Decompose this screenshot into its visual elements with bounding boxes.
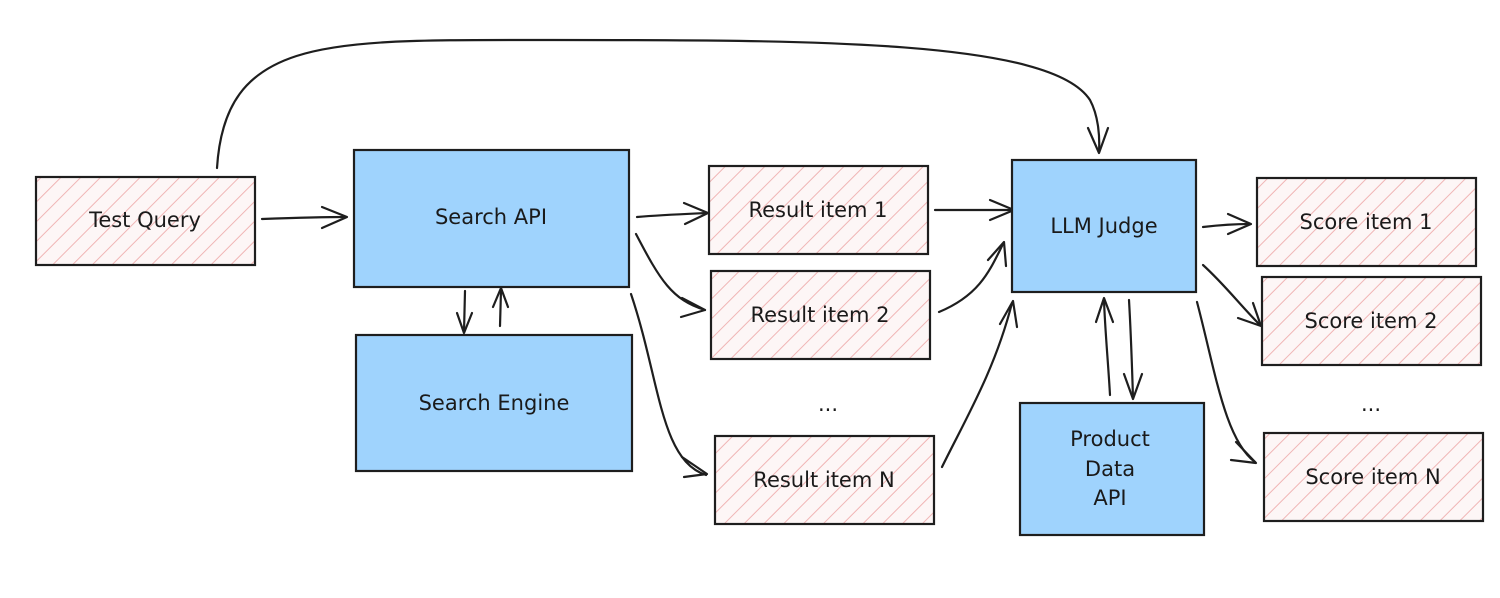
arrowhead-icon (986, 240, 1008, 268)
node-result-2: Result item 2 (709, 269, 932, 361)
edge-result-2-to-llm-judge (937, 242, 1005, 314)
edge-llm-judge-to-score-n (1195, 300, 1257, 464)
node-label: Search API (435, 205, 547, 229)
node-score-1: Score item 1 (1255, 176, 1478, 268)
edge-search-api-to-result-1 (635, 211, 709, 219)
node-label-line-2: Data (1085, 457, 1135, 481)
node-search-engine: Search Engine (354, 333, 634, 473)
node-test-query: Test Query (34, 175, 257, 267)
node-search-api: Search API (352, 148, 631, 289)
node-llm-judge: LLM Judge (1010, 158, 1198, 294)
node-label: Result item 1 (748, 198, 887, 222)
node-label: Result item N (753, 468, 894, 492)
edge-llm-judge-to-product-api (1127, 298, 1135, 400)
node-label: Score item 1 (1300, 210, 1433, 234)
edge-llm-judge-to-score-2 (1201, 263, 1262, 327)
arrowhead-icon (455, 311, 474, 335)
arrowhead-icon (679, 296, 707, 319)
node-label-line-1: Product (1070, 427, 1150, 451)
node-result-n: Result item N (713, 434, 936, 526)
arrowhead-icon (1122, 372, 1144, 401)
arrowhead-icon (1094, 296, 1115, 324)
edge-result-n-to-llm-judge (940, 301, 1014, 469)
node-score-n: Score item N (1262, 431, 1485, 523)
arrowhead-icon (680, 455, 709, 479)
edge-search-api-to-result-2 (634, 232, 707, 312)
edge-test-query-to-search-api (260, 215, 348, 221)
node-product-data-api: Product Data API (1018, 401, 1206, 537)
node-label: LLM Judge (1050, 214, 1157, 238)
edge-search-api-to-search-engine (462, 289, 467, 334)
edge-product-api-to-llm-judge (1102, 298, 1112, 397)
arrowhead-icon (998, 299, 1019, 329)
node-label-line-3: API (1093, 486, 1126, 510)
edge-search-api-to-result-n (629, 292, 708, 477)
node-label: Search Engine (419, 391, 570, 415)
node-label: Score item N (1305, 465, 1440, 489)
arrowhead-icon (320, 205, 349, 230)
node-label: Result item 2 (750, 303, 889, 327)
node-score-2: Score item 2 (1260, 275, 1483, 367)
edge-llm-judge-to-score-1 (1201, 222, 1252, 229)
arrowhead-icon (1226, 212, 1253, 236)
arrowhead-icon (1229, 440, 1258, 465)
node-result-1: Result item 1 (707, 164, 930, 256)
score-ellipsis: ... (1361, 392, 1381, 416)
edges (215, 38, 1263, 479)
node-label: Score item 2 (1305, 309, 1438, 333)
node-label: Test Query (88, 208, 201, 232)
edge-test-query-to-llm-judge (215, 38, 1101, 170)
edge-search-engine-to-search-api (498, 288, 503, 328)
arrowhead-icon (1086, 126, 1110, 155)
result-ellipsis: ... (818, 392, 838, 416)
